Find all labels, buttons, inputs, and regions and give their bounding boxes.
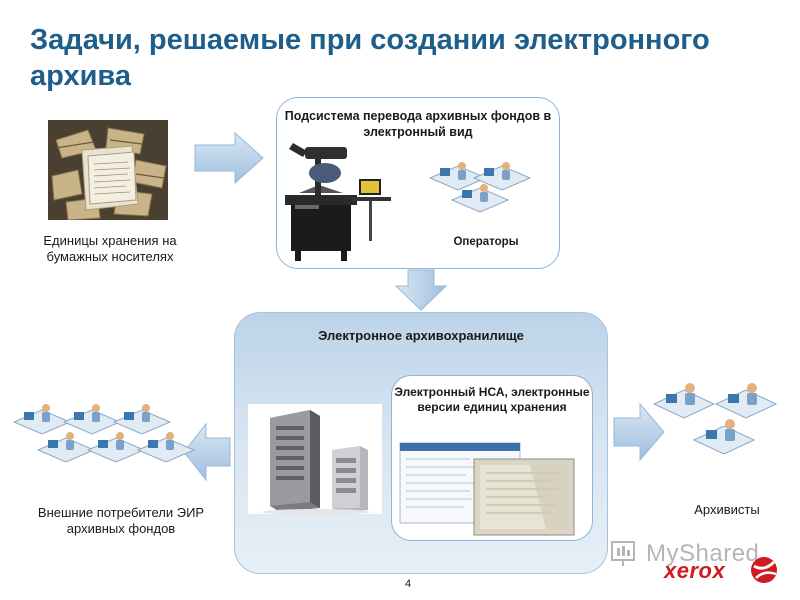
operators-label: Операторы bbox=[453, 236, 519, 248]
arrow-right-icon bbox=[613, 402, 665, 462]
server-rack-icon bbox=[262, 410, 370, 515]
arrow-left-icon bbox=[183, 422, 231, 482]
xerox-sphere-icon bbox=[751, 557, 777, 583]
document-screenshot-icon bbox=[399, 442, 575, 536]
xerox-logo-text: xerox bbox=[664, 558, 726, 583]
page-number: 4 bbox=[404, 578, 412, 590]
slide-title: Задачи, решаемые при создании электронно… bbox=[30, 24, 710, 92]
myshared-logo-icon bbox=[611, 541, 635, 566]
arrow-down-icon bbox=[394, 269, 448, 311]
document-screens-image bbox=[399, 442, 580, 537]
arrow-right-icon bbox=[194, 131, 264, 185]
paper-archive-photo bbox=[48, 120, 168, 220]
external-consumers-workstations-icon bbox=[12, 404, 196, 463]
digitization-subsystem-title: Подсистема перевода архивных фондов в эл… bbox=[284, 109, 552, 139]
electronic-nsa-title: Электронный НСА, электронные версии един… bbox=[394, 385, 590, 414]
paper-units-caption: Единицы хранения на бумажных носителях bbox=[43, 233, 177, 264]
electronic-storage-title: Электронное архивохранилище bbox=[318, 328, 524, 343]
operators-workstations-icon bbox=[428, 162, 532, 213]
myshared-watermark: MyShared bbox=[646, 540, 760, 567]
paper-bundles-image bbox=[48, 120, 168, 220]
archivists-workstations-icon bbox=[652, 383, 778, 455]
servers-image bbox=[248, 404, 382, 515]
book-scanner-icon bbox=[285, 143, 391, 261]
archivists-caption: Архивисты bbox=[694, 502, 760, 517]
external-consumers-caption: Внешние потребители ЭИР архивных фондов bbox=[37, 505, 205, 536]
